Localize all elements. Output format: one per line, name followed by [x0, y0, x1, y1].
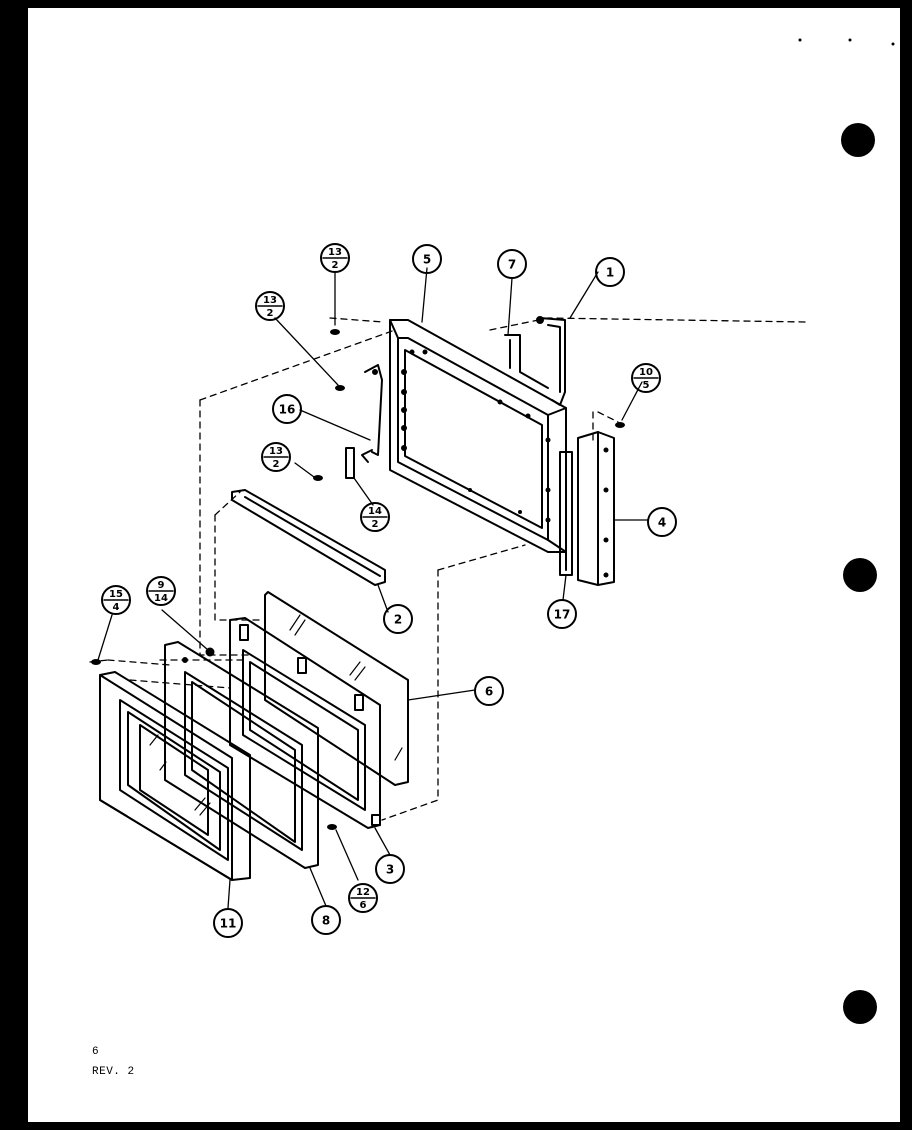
callout-13b-bottom: 2 [267, 308, 274, 319]
callout-13b-top: 13 [263, 295, 277, 306]
callout-9-top: 9 [158, 580, 165, 591]
callout-13-2-middle: 13 2 [255, 291, 285, 321]
callout-4-label: 4 [658, 516, 666, 530]
part-7-bracket [504, 334, 549, 389]
callout-14-bottom: 2 [372, 519, 379, 530]
part-3-inner-frame [229, 617, 381, 829]
callout-13-2-top: 13 2 [320, 243, 350, 273]
callout-17-label: 17 [554, 608, 571, 622]
screws [91, 329, 625, 830]
part-11-front-panel [99, 671, 251, 881]
callout-9-14: 9 14 [146, 576, 176, 606]
callout-7: 7 [497, 249, 527, 279]
part-16-hinge [361, 364, 383, 463]
callout-3: 3 [375, 854, 405, 884]
callout-6: 6 [474, 676, 504, 706]
callout-10-5: 10 5 [631, 363, 661, 393]
callout-4: 4 [647, 507, 677, 537]
callout-14-top: 14 [368, 506, 382, 517]
callout-15-bottom: 4 [113, 602, 120, 613]
callout-8-label: 8 [322, 914, 330, 928]
callout-15-4: 15 4 [101, 585, 131, 615]
binder-hole-middle [843, 558, 877, 592]
callout-12-top: 12 [356, 887, 370, 898]
callout-12-6: 12 6 [348, 883, 378, 913]
callout-3-label: 3 [386, 863, 394, 877]
callout-11: 11 [213, 908, 243, 938]
assembly-guide-lines [89, 317, 806, 821]
callout-9-bottom: 14 [154, 593, 168, 604]
callout-17: 17 [547, 599, 577, 629]
callout-12-bottom: 6 [360, 900, 367, 911]
callout-1-label: 1 [606, 266, 614, 280]
callout-13a-bottom: 2 [332, 260, 339, 271]
fraction-callouts: 13 2 13 2 13 2 10 5 14 2 [101, 243, 661, 913]
callout-2: 2 [383, 604, 413, 634]
callout-7-label: 7 [508, 258, 516, 272]
leader-lines [97, 267, 649, 909]
diagram-sheet [28, 8, 900, 1122]
callout-6-label: 6 [485, 685, 493, 699]
part-6-glass-panel [264, 591, 409, 786]
callout-16: 16 [272, 394, 302, 424]
callout-15-top: 15 [109, 589, 123, 600]
revision-label: REV. 2 [92, 1066, 135, 1078]
callout-1: 1 [595, 257, 625, 287]
callout-8: 8 [311, 905, 341, 935]
callout-2-label: 2 [394, 613, 402, 627]
callout-13a-top: 13 [328, 247, 342, 258]
part-4-side-trim [577, 431, 615, 586]
callout-13c-top: 13 [269, 446, 283, 457]
page-number: 6 [92, 1046, 100, 1058]
part-1-handle [536, 316, 566, 406]
callout-13-2-lower: 13 2 [261, 442, 291, 472]
part-17-side-strip [559, 451, 573, 576]
callout-5-label: 5 [423, 253, 431, 267]
callout-5: 5 [412, 244, 442, 274]
binder-holes [798, 38, 895, 1024]
callout-10-top: 10 [639, 367, 653, 378]
binder-hole-bottom [843, 990, 877, 1024]
callouts: 1 7 5 16 4 17 2 6 [213, 244, 677, 938]
callout-14-2: 14 2 [360, 502, 390, 532]
binder-hole-top [841, 123, 875, 157]
callout-13c-bottom: 2 [273, 459, 280, 470]
callout-16-label: 16 [279, 403, 296, 417]
callout-10-bottom: 5 [643, 380, 650, 391]
part-14-bracket [345, 447, 355, 479]
part-5-door-frame [389, 319, 567, 553]
part-2-top-strip [231, 489, 386, 586]
callout-11-label: 11 [220, 917, 237, 931]
